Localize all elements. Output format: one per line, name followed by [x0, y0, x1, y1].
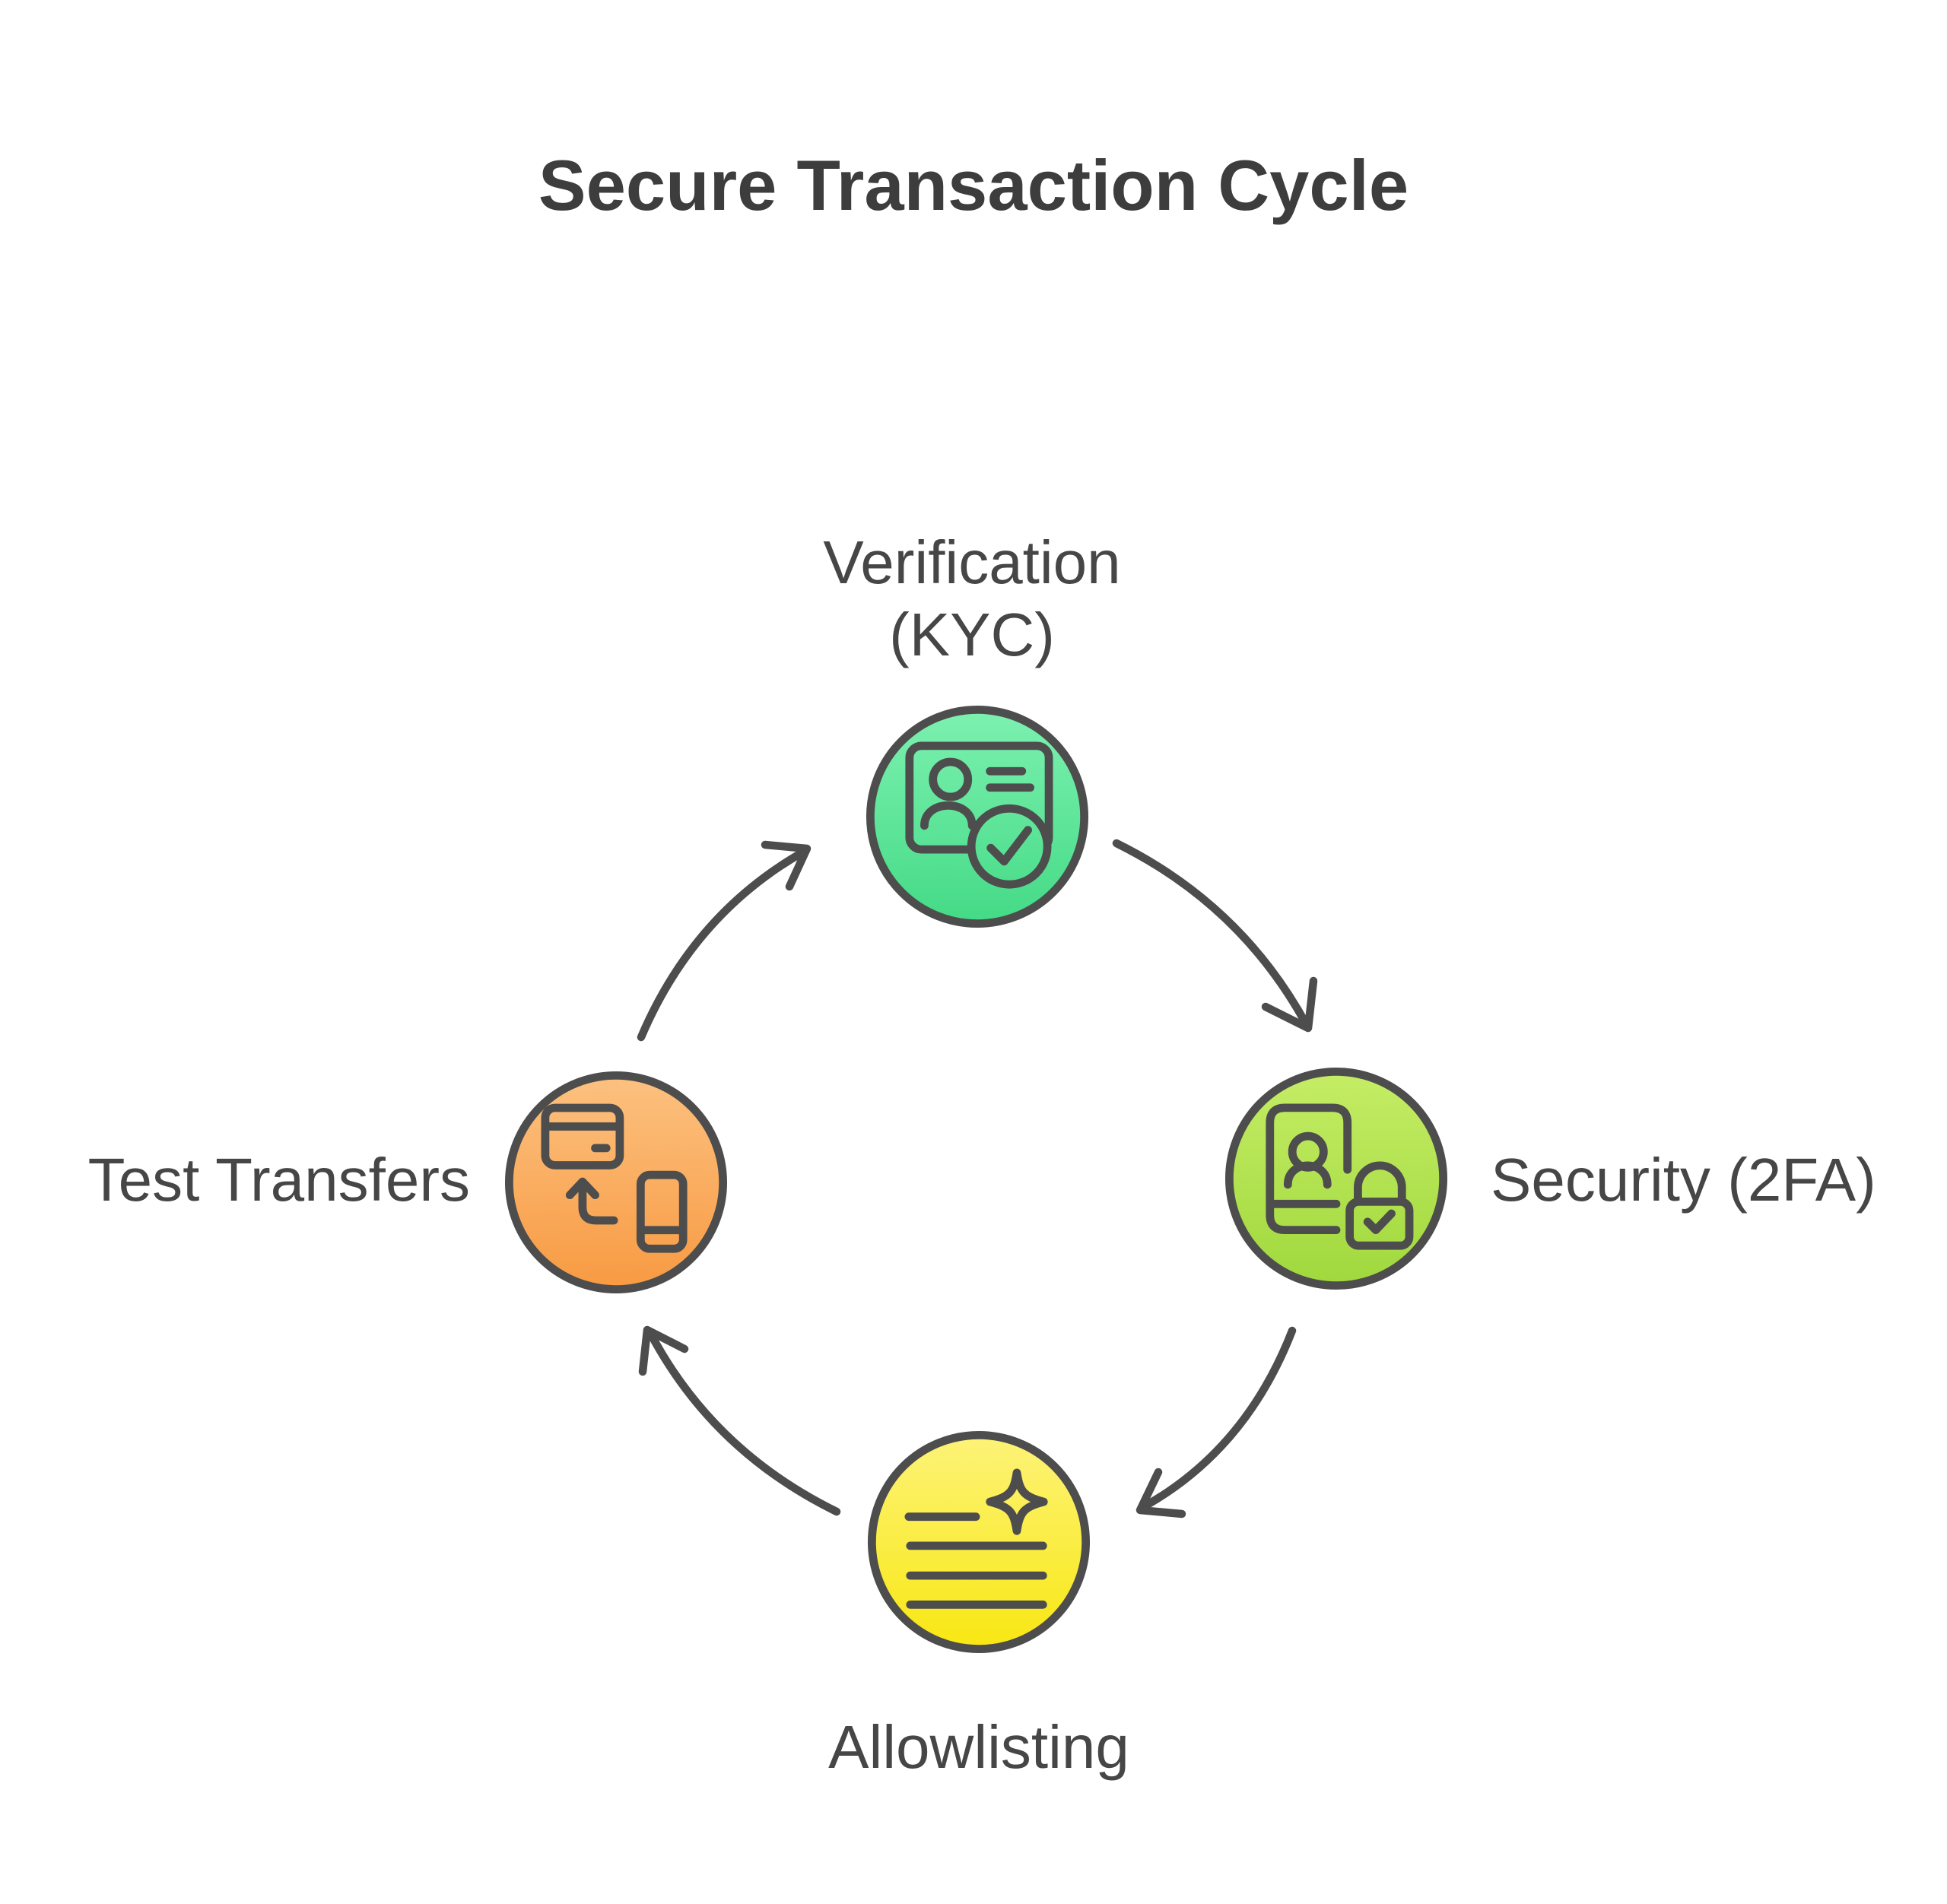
label-test-transfers: Test Transfers [87, 1146, 470, 1214]
id-card-check-icon [905, 741, 1053, 889]
label-verification-line2: (KYC) [889, 601, 1055, 668]
node-verification [866, 705, 1089, 928]
card-phone-transfer-icon [541, 1103, 688, 1253]
diagram-title: Secure Transaction Cycle [538, 145, 1409, 225]
arrow-security-to-allowlisting [1135, 1326, 1297, 1518]
label-verification-line1: Verification [823, 528, 1121, 596]
arrow-allowlisting-to-transfers [638, 1325, 841, 1516]
label-allowlisting: Allowlisting [828, 1713, 1129, 1781]
arrow-verification-to-security [1112, 839, 1318, 1033]
label-verification: Verification (KYC) [823, 526, 1120, 671]
arrow-transfers-to-verification [637, 840, 812, 1042]
node-test-transfers [504, 1071, 728, 1294]
node-allowlisting [867, 1430, 1091, 1654]
node-security [1224, 1067, 1448, 1290]
label-security: Security (2FA) [1491, 1146, 1876, 1214]
security-circle [1224, 1067, 1448, 1290]
list-sparkle-icon [904, 1468, 1048, 1609]
phone-identity-lock-icon [1266, 1103, 1414, 1250]
